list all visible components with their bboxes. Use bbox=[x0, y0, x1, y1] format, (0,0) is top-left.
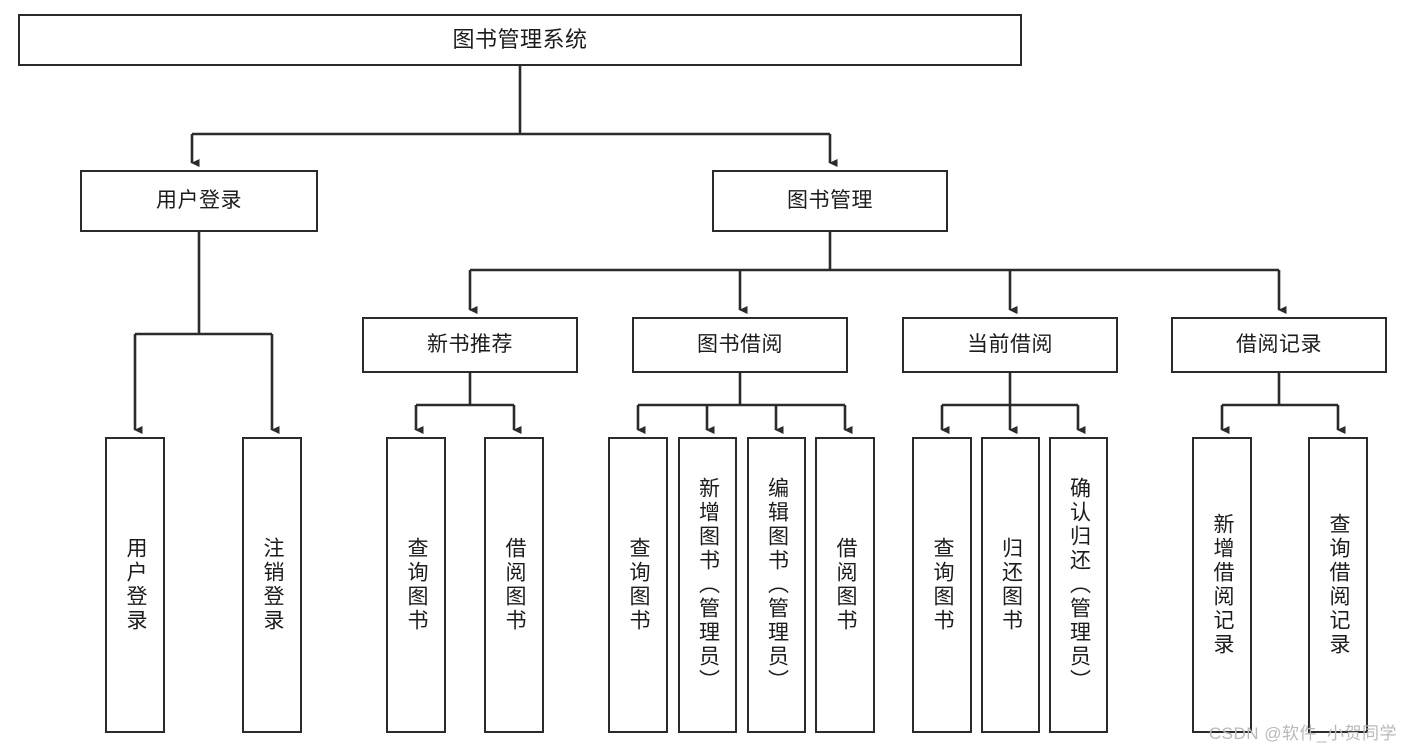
node-label: 查询图书 bbox=[405, 537, 429, 633]
node-label: 查询图书 bbox=[627, 537, 651, 633]
csdn-watermark: CSDN @软件_小贺同学 bbox=[1208, 724, 1397, 743]
leaf-current-borrow-confirm-return-admin[interactable]: 确认归还（管理员） bbox=[1049, 437, 1108, 733]
leaf-current-borrow-query-books[interactable]: 查询图书 bbox=[912, 437, 972, 733]
node-book-borrowing[interactable]: 图书借阅 bbox=[632, 317, 848, 373]
node-label: 确认归还（管理员） bbox=[1067, 477, 1091, 693]
node-label: 图书管理系统 bbox=[452, 26, 588, 52]
leaf-book-borrow-add-book-admin[interactable]: 新增图书（管理员） bbox=[678, 437, 737, 733]
node-user-login[interactable]: 用户登录 bbox=[80, 170, 318, 232]
node-label: 编辑图书（管理员） bbox=[765, 477, 789, 693]
leaf-new-book-query-books[interactable]: 查询图书 bbox=[386, 437, 446, 733]
leaf-user-login-logout[interactable]: 注销登录 bbox=[242, 437, 302, 733]
node-label: 借阅图书 bbox=[503, 537, 527, 633]
leaf-user-login-login[interactable]: 用户登录 bbox=[105, 437, 165, 733]
node-label: 借阅图书 bbox=[834, 537, 858, 633]
node-label: 用户登录 bbox=[124, 537, 148, 633]
leaf-book-borrow-query-books[interactable]: 查询图书 bbox=[608, 437, 668, 733]
leaf-current-borrow-return-books[interactable]: 归还图书 bbox=[981, 437, 1040, 733]
leaf-borrow-record-query-record[interactable]: 查询借阅记录 bbox=[1308, 437, 1368, 733]
node-label: 新增借阅记录 bbox=[1211, 513, 1235, 657]
leaf-new-book-borrow-books[interactable]: 借阅图书 bbox=[484, 437, 544, 733]
leaf-book-borrow-edit-book-admin[interactable]: 编辑图书（管理员） bbox=[747, 437, 806, 733]
node-book-management[interactable]: 图书管理 bbox=[712, 170, 948, 232]
node-label: 用户登录 bbox=[156, 189, 242, 213]
node-label: 查询图书 bbox=[931, 537, 955, 633]
node-root-book-management-system[interactable]: 图书管理系统 bbox=[18, 14, 1022, 66]
node-label: 借阅记录 bbox=[1236, 333, 1322, 357]
node-label: 图书借阅 bbox=[697, 333, 783, 357]
leaf-book-borrow-borrow-books[interactable]: 借阅图书 bbox=[815, 437, 875, 733]
node-new-book-recommendation[interactable]: 新书推荐 bbox=[362, 317, 578, 373]
node-label: 新增图书（管理员） bbox=[696, 477, 720, 693]
node-borrowing-record[interactable]: 借阅记录 bbox=[1171, 317, 1387, 373]
node-current-borrowing[interactable]: 当前借阅 bbox=[902, 317, 1118, 373]
node-label: 图书管理 bbox=[787, 189, 873, 213]
node-label: 注销登录 bbox=[261, 537, 285, 633]
leaf-borrow-record-add-record[interactable]: 新增借阅记录 bbox=[1192, 437, 1252, 733]
node-label: 新书推荐 bbox=[427, 333, 513, 357]
node-label: 查询借阅记录 bbox=[1327, 513, 1351, 657]
node-label: 当前借阅 bbox=[967, 333, 1053, 357]
node-label: 归还图书 bbox=[999, 537, 1023, 633]
